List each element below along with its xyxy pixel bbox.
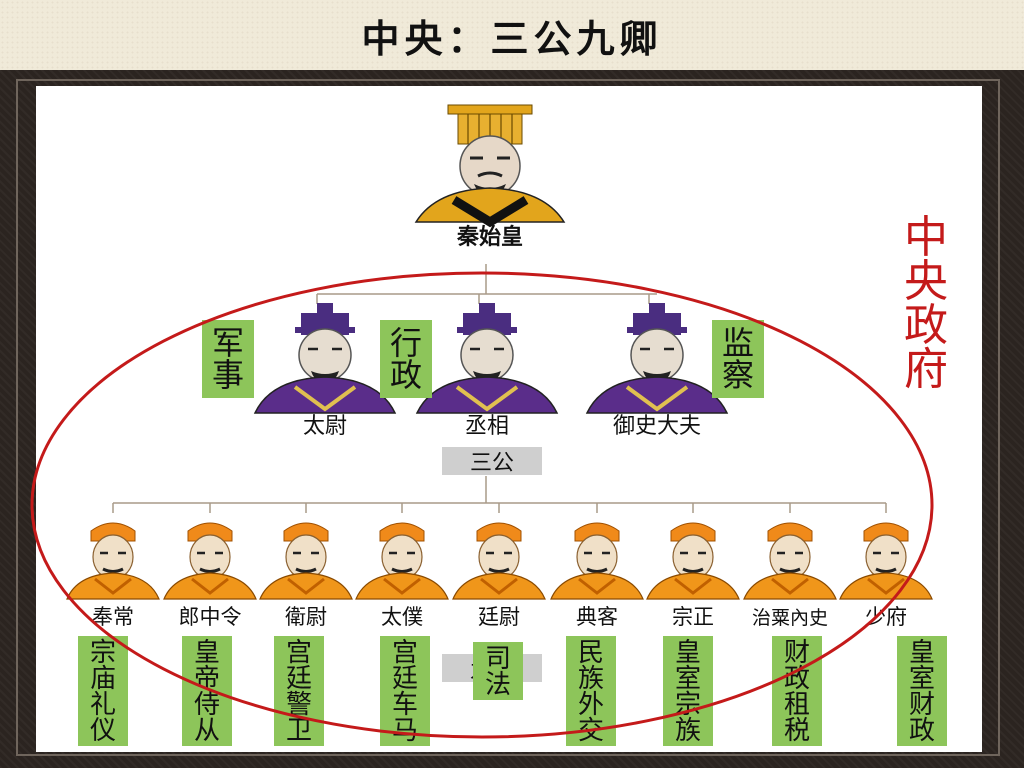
- minister-duty-char: 皇: [675, 638, 701, 668]
- central-government-ellipse: [30, 271, 934, 739]
- duke-figure-icon: [415, 301, 559, 415]
- minister-figure-icon: [742, 521, 838, 601]
- three-dukes-label: 三公: [470, 451, 514, 476]
- minister-duty-box: [78, 636, 128, 746]
- minister-duty-char: 侍: [194, 690, 220, 720]
- minister-duty-char: 皇: [909, 638, 935, 668]
- minister-duty-box: [897, 636, 947, 746]
- duke-duty: 行政: [390, 324, 422, 394]
- minister-figure-icon: [549, 521, 645, 601]
- minister-figure-icon: [162, 521, 258, 601]
- minister-figure-icon: [354, 521, 450, 601]
- minister-title: 郎中令: [179, 605, 242, 629]
- minister-duty-char: 宫: [392, 638, 418, 668]
- duke-figure-icon: [585, 301, 729, 415]
- minister-duty-char: 礼: [90, 690, 116, 720]
- minister-duty-char: 租: [784, 690, 810, 720]
- duke-duty: 军事: [212, 324, 244, 394]
- minister-duty-char: 卫: [286, 716, 312, 746]
- minister-title: 治粟內史: [752, 607, 828, 629]
- minister-duty-box: [274, 636, 324, 746]
- minister-duty-char: 庙: [90, 664, 116, 694]
- minister-duty-char: 法: [485, 670, 511, 700]
- central-government-label-char: 政: [904, 300, 948, 351]
- duke-duty-box: [712, 320, 764, 398]
- minister-duty-char: 财: [784, 638, 810, 668]
- minister-duty-char: 税: [784, 716, 810, 746]
- duke-duty-char: 察: [722, 356, 754, 394]
- minister-figure-icon: [65, 521, 161, 601]
- minister-duty-char: 宫: [286, 638, 312, 668]
- minister-duty: 司法: [485, 644, 511, 700]
- connector-lines: [112, 264, 887, 513]
- duke-duty-char: 监: [722, 324, 754, 362]
- minister-duty-char: 廷: [286, 664, 312, 694]
- minister-duty-char: 从: [194, 716, 220, 746]
- minister-title: 衛尉: [285, 605, 327, 629]
- minister-duty-char: 廷: [392, 664, 418, 694]
- emperor-figure-icon: [416, 105, 564, 222]
- duke-duty: 监察: [722, 324, 754, 394]
- minister-duty-char: 室: [909, 664, 935, 694]
- minister-duty-char: 马: [392, 716, 418, 746]
- minister-title: 廷尉: [478, 605, 520, 629]
- duke-duty-char: 政: [390, 356, 422, 394]
- minister-figure-icon: [451, 521, 547, 601]
- frame-border: [16, 79, 1000, 756]
- minister-duty-char: 仪: [90, 716, 116, 746]
- minister-duty-char: 车: [392, 690, 418, 720]
- minister-duty-box: [772, 636, 822, 746]
- central-government-label-char: 府: [904, 344, 948, 395]
- minister-title: 典客: [576, 605, 618, 629]
- duke-duty-box: [380, 320, 432, 398]
- duke-title: 御史大夫: [613, 414, 701, 439]
- minister-duty-char: 政: [909, 716, 935, 746]
- emperor-name: 秦始皇: [456, 224, 523, 250]
- duke-duty-char: 事: [212, 356, 244, 394]
- minister-duty-box: [473, 642, 523, 700]
- three-dukes-label-box: [442, 447, 542, 475]
- minister-duty-char: 宗: [90, 638, 116, 668]
- minister-figure-icon: [645, 521, 741, 601]
- minister-duty-char: 财: [909, 690, 935, 720]
- emperor-node: 秦始皇: [416, 105, 564, 250]
- duke-figure-icon: [253, 301, 397, 415]
- minister-duty-char: 族: [675, 716, 701, 746]
- page-title: 中央：三公九卿: [361, 16, 663, 61]
- minister-duty-char: 室: [675, 664, 701, 694]
- minister-figure-icon: [258, 521, 354, 601]
- title-bar: [0, 0, 1024, 70]
- duke-title: 丞相: [465, 414, 509, 439]
- duke-duty-char: 行: [390, 324, 422, 362]
- minister-duty-char: 族: [578, 664, 604, 694]
- minister-duty-char: 皇: [194, 638, 220, 668]
- minister-duty-char: 外: [578, 690, 604, 720]
- minister-title: 太僕: [381, 605, 423, 629]
- minister-duty-char: 司: [485, 644, 511, 674]
- duke-duty-box: [202, 320, 254, 398]
- minister-duty-box: [380, 636, 430, 746]
- central-government-label-char: 央: [904, 256, 948, 307]
- minister-title: 宗正: [672, 605, 714, 629]
- duke-duty-char: 军: [212, 324, 244, 362]
- minister-duty-char: 民: [578, 638, 604, 668]
- nine-ministers-layer: 奉常郎中令衛尉太僕廷尉典客宗正治粟內史少府九卿宗庙礼仪皇帝侍从宫廷警卫宫廷车马司…: [65, 521, 947, 746]
- minister-duty-box: [663, 636, 713, 746]
- minister-duty-box: [182, 636, 232, 746]
- duke-title: 太尉: [303, 414, 347, 439]
- central-government-label-char: 中: [904, 212, 948, 263]
